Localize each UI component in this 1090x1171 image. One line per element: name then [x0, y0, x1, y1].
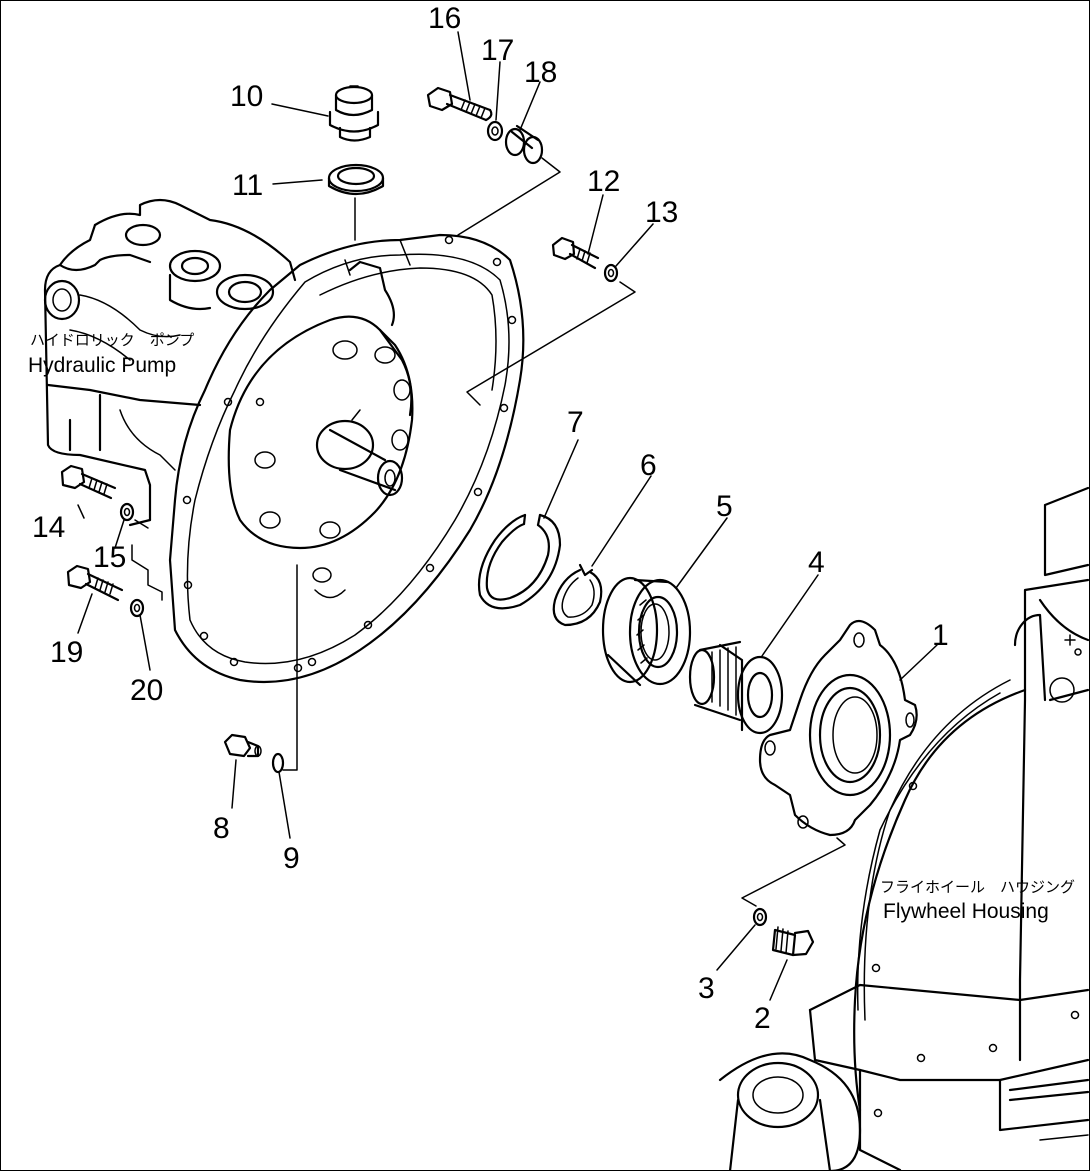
callout-12: 12	[587, 165, 620, 198]
part-18-collar	[504, 124, 544, 165]
part-9-o-ring	[271, 752, 285, 774]
part-7-snap-ring	[477, 513, 562, 610]
leader-lines	[77, 31, 938, 1001]
component-labels: ハイドロリック ポンプ Hydraulic Pump フライホイール ハウジング…	[28, 332, 1075, 923]
callout-14: 14	[32, 511, 65, 544]
part-12-bolt	[551, 236, 600, 270]
callout-20: 20	[130, 674, 163, 707]
flywheel-housing-label: Flywheel Housing	[883, 900, 1049, 923]
callout-6: 6	[640, 449, 657, 482]
part-11-seal-ring	[327, 163, 385, 196]
flywheel-housing-label-jp: フライホイール ハウジング	[880, 879, 1075, 896]
callout-15: 15	[93, 541, 126, 574]
callout-8: 8	[213, 812, 230, 845]
callout-16: 16	[428, 2, 461, 35]
assembly-lines	[131, 157, 846, 907]
callout-10: 10	[230, 80, 263, 113]
callout-13: 13	[645, 196, 678, 229]
part-17-washer	[486, 120, 504, 142]
part-8-plug	[223, 733, 262, 758]
callout-5: 5	[716, 490, 733, 523]
callouts: 1 2 3 4 5 6 7 8 9 10 11 12 13 14 15 16 1…	[32, 2, 949, 1035]
part-3-washer	[752, 907, 768, 927]
part-13-washer	[603, 263, 619, 283]
callout-3: 3	[698, 972, 715, 1005]
part-1-bearing-housing	[758, 619, 918, 837]
part-20-washer	[129, 598, 145, 618]
callout-1: 1	[932, 619, 949, 652]
hydraulic-pump	[43, 198, 297, 527]
hydraulic-pump-label: Hydraulic Pump	[28, 354, 176, 377]
callout-17: 17	[481, 34, 514, 67]
part-2-bolt	[771, 926, 815, 957]
callout-2: 2	[754, 1002, 771, 1035]
callout-7: 7	[567, 406, 584, 439]
callout-9: 9	[283, 842, 300, 875]
hydraulic-pump-label-jp: ハイドロリック ポンプ	[30, 332, 194, 349]
part-6-snap-ring	[552, 563, 603, 627]
part-16-bolt	[426, 86, 493, 122]
callout-11: 11	[232, 169, 263, 202]
flywheel-housing	[718, 486, 1090, 1171]
part-14-bolt	[60, 464, 117, 500]
part-19-bolt	[66, 564, 124, 602]
callout-18: 18	[524, 56, 557, 89]
part-10-plug	[328, 85, 380, 142]
callout-4: 4	[808, 546, 825, 579]
part-5-bearing	[601, 576, 692, 687]
part-4-coupling	[688, 640, 784, 735]
pump-mounting-flange	[168, 233, 525, 684]
callout-19: 19	[50, 636, 83, 669]
part-15-washer	[119, 502, 135, 522]
